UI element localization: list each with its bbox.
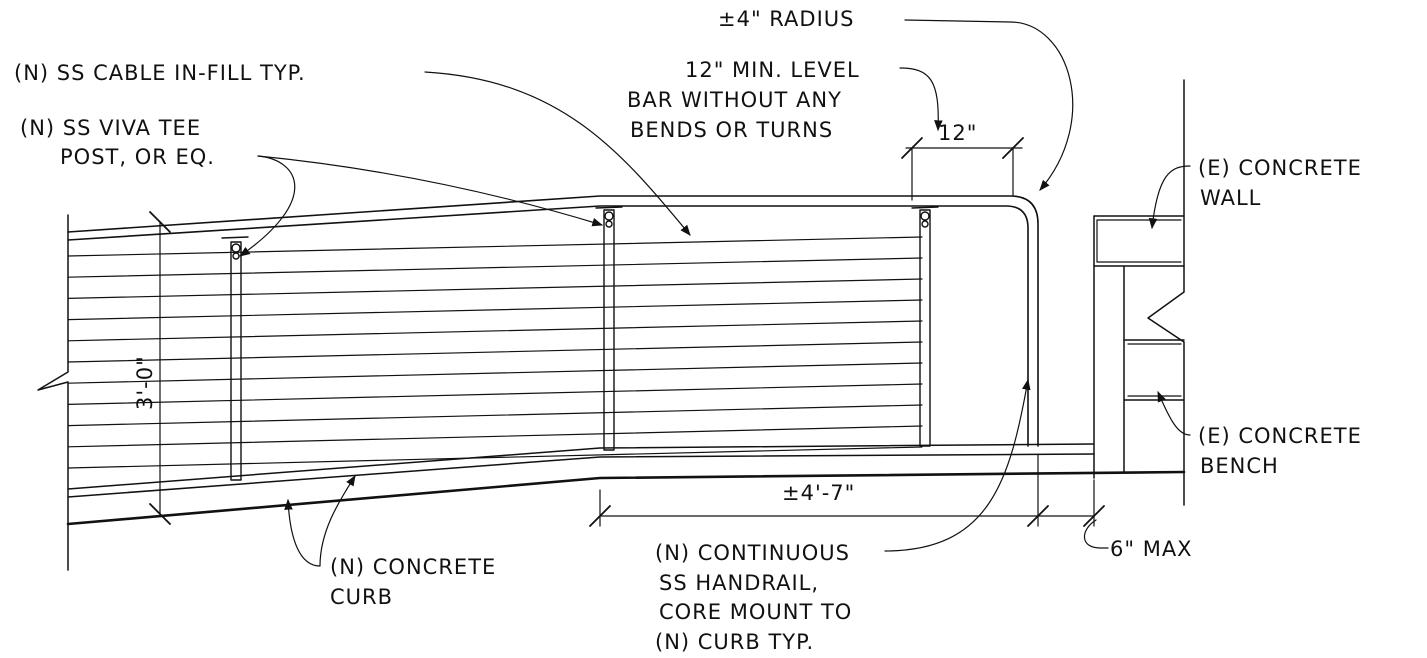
left-break-line xyxy=(37,214,69,571)
label-curb-line1: (N) CONCRETE xyxy=(330,555,496,579)
cable-line xyxy=(67,383,923,405)
label-wall-line2: WALL xyxy=(1200,186,1261,210)
post-right xyxy=(911,206,939,447)
cable-line xyxy=(67,299,923,321)
cable-line xyxy=(67,446,923,469)
post-middle xyxy=(595,206,623,451)
cable-infill-lines xyxy=(67,236,923,469)
label-handrail-line2: SS HANDRAIL, xyxy=(659,571,819,595)
label-bench-line1: (E) CONCRETE xyxy=(1198,424,1362,448)
existing-concrete-wall xyxy=(1093,79,1185,506)
label-handrail-line1: (N) CONTINUOUS xyxy=(655,541,850,565)
cable-line xyxy=(67,320,923,342)
label-level-bar-line2: BAR WITHOUT ANY xyxy=(627,88,842,112)
label-wall-line1: (E) CONCRETE xyxy=(1198,156,1362,180)
label-radius: ±4" RADIUS xyxy=(718,7,854,31)
height-dimension-label: 3'-0" xyxy=(133,355,157,410)
span-dimension: ±4'-7" xyxy=(589,454,1105,527)
cable-line xyxy=(67,362,923,384)
bottom-rail xyxy=(67,443,1095,498)
label-level-bar-line3: BENDS OR TURNS xyxy=(630,118,833,142)
label-bench-line2: BENCH xyxy=(1200,454,1279,478)
cable-line xyxy=(67,404,923,427)
label-post-line1: (N) SS VIVA TEE xyxy=(20,116,201,140)
height-dimension: 3'-0" xyxy=(133,211,171,525)
leader-lines xyxy=(239,19,1191,567)
span-dimension-label: ±4'-7" xyxy=(782,481,855,505)
level-bar-dimension: 12" xyxy=(901,121,1024,201)
label-level-bar-line1: 12" MIN. LEVEL xyxy=(685,58,860,82)
label-curb-line2: CURB xyxy=(330,585,393,609)
existing-concrete-bench xyxy=(1123,339,1185,401)
post-left xyxy=(221,236,249,481)
annotation-labels: (N) SS CABLE IN-FILL TYP. (N) SS VIVA TE… xyxy=(14,7,1362,654)
label-post-line2: POST, OR EQ. xyxy=(60,145,215,169)
concrete-curb xyxy=(66,470,1186,526)
level-bar-dimension-label: 12" xyxy=(938,121,977,145)
top-handrail xyxy=(67,195,1039,447)
cable-line xyxy=(67,236,923,257)
cable-line xyxy=(67,341,923,363)
label-handrail-line3: CORE MOUNT TO xyxy=(659,600,852,624)
label-handrail-line4: (N) CURB TYP. xyxy=(655,630,814,654)
cable-line xyxy=(67,425,923,448)
label-max: 6" MAX xyxy=(1110,537,1193,561)
cable-line xyxy=(67,257,923,278)
label-cable-infill: (N) SS CABLE IN-FILL TYP. xyxy=(14,61,306,85)
cable-line xyxy=(67,278,923,299)
